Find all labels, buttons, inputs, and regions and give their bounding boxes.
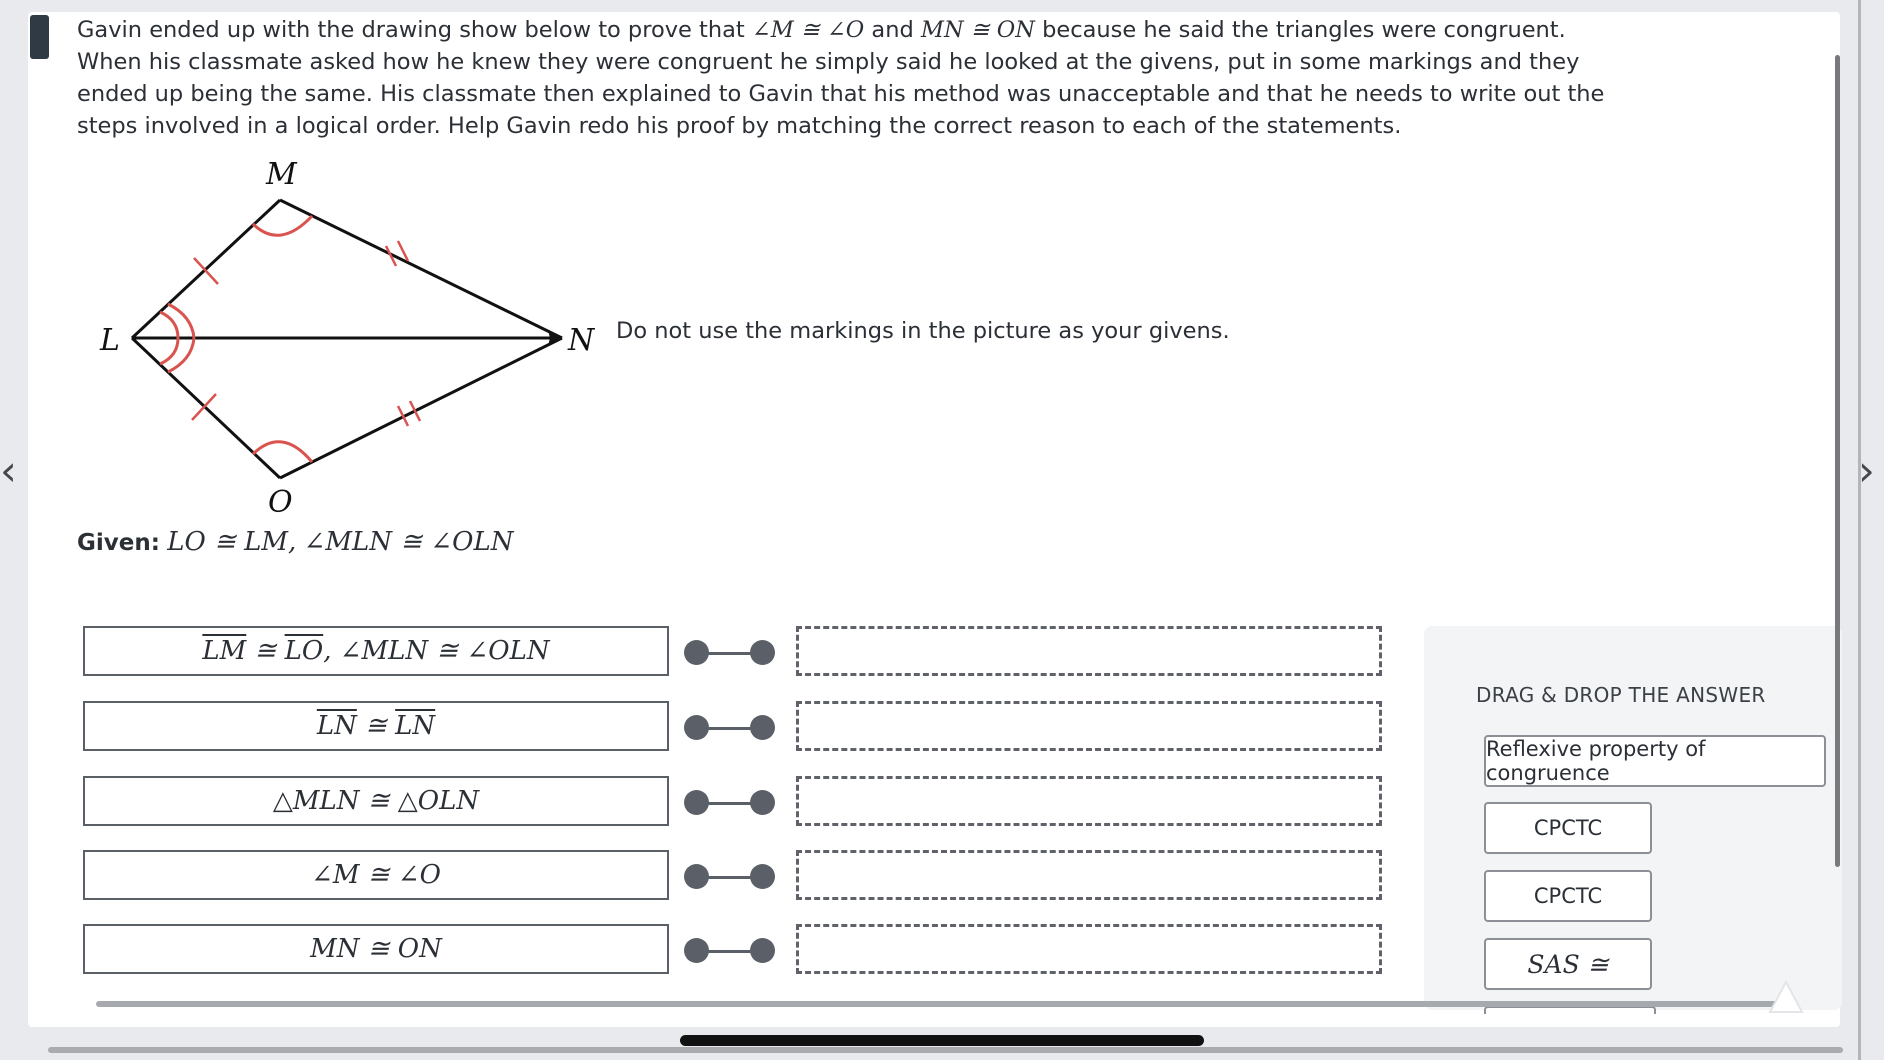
bottom-divider bbox=[48, 1047, 1843, 1053]
connector-1 bbox=[684, 639, 776, 667]
angle-arc-L-top-inner bbox=[159, 310, 180, 339]
answer-chip-sas[interactable]: SAS ≅ bbox=[1484, 938, 1652, 990]
answer-bank-title: DRAG & DROP THE ANSWER bbox=[1476, 683, 1766, 707]
vertical-scrollbar[interactable] bbox=[1835, 55, 1840, 867]
vertex-label-N: N bbox=[567, 323, 596, 358]
angle-arc-O bbox=[251, 440, 314, 463]
segment-LO bbox=[130, 336, 282, 480]
answer-chip-cpctc-2[interactable]: CPCTC bbox=[1484, 870, 1652, 922]
angle-arc-L-bottom-inner bbox=[159, 337, 180, 366]
answer-chip-cpctc-1[interactable]: CPCTC bbox=[1484, 802, 1652, 854]
arrow-tip-N bbox=[548, 330, 562, 346]
next-arrow-icon[interactable]: › bbox=[1858, 446, 1875, 495]
statement-4: ∠M ≅ ∠O bbox=[83, 850, 669, 900]
tick-ON-1 bbox=[396, 405, 410, 427]
home-indicator[interactable] bbox=[680, 1035, 1204, 1046]
kite-diagram: M L N O bbox=[99, 157, 596, 520]
answer-chip-partial[interactable] bbox=[1484, 1006, 1656, 1014]
connector-3 bbox=[684, 789, 776, 817]
given-statement: Given: LO ≅ LM, ∠MLN ≅ ∠OLN bbox=[77, 527, 514, 557]
drop-zone-1[interactable] bbox=[796, 626, 1382, 676]
tick-LO bbox=[191, 393, 217, 421]
connector-4 bbox=[684, 863, 776, 891]
statement-5: MN ≅ ON bbox=[83, 924, 669, 974]
tick-ON-2 bbox=[408, 400, 422, 422]
segment-MN bbox=[279, 198, 563, 340]
segment-ON bbox=[279, 336, 563, 480]
vertex-label-L: L bbox=[99, 323, 120, 358]
angle-arc-M bbox=[251, 214, 314, 237]
drop-zone-4[interactable] bbox=[796, 850, 1382, 900]
answer-chip-reflexive[interactable]: Reflexive property of congruence bbox=[1484, 735, 1826, 787]
segment-LM bbox=[130, 198, 282, 340]
scroll-up-icon[interactable] bbox=[1766, 978, 1806, 1018]
statement-2: LN ≅ LN bbox=[83, 701, 669, 751]
statement-1: LM ≅ LO, ∠MLN ≅ ∠OLN bbox=[83, 626, 669, 676]
tick-MN-1 bbox=[384, 245, 398, 267]
given-label: Given: bbox=[77, 530, 160, 556]
math-angle-congruence: ∠M ≅ ∠O bbox=[751, 17, 865, 43]
window-edge bbox=[1858, 0, 1861, 1060]
vertex-label-M: M bbox=[265, 157, 298, 192]
drop-zone-5[interactable] bbox=[796, 924, 1382, 974]
prev-arrow-icon[interactable]: ‹ bbox=[0, 446, 17, 495]
drop-zone-2[interactable] bbox=[796, 701, 1382, 751]
drop-zone-3[interactable] bbox=[796, 776, 1382, 826]
angle-arc-L-top-outer bbox=[167, 302, 196, 339]
flag-marker[interactable] bbox=[30, 15, 49, 59]
question-text: Gavin ended up with the drawing show bel… bbox=[77, 17, 1605, 139]
statement-3: △MLN ≅ △OLN bbox=[83, 776, 669, 826]
connector-5 bbox=[684, 937, 776, 965]
vertex-label-O: O bbox=[268, 485, 293, 520]
angle-arc-L-bottom-outer bbox=[167, 337, 196, 374]
diagram-note: Do not use the markings in the picture a… bbox=[616, 318, 1230, 344]
tick-MN-2 bbox=[396, 240, 410, 262]
tick-LM bbox=[193, 257, 219, 285]
math-segment-congruence: MN ≅ ON bbox=[920, 17, 1035, 43]
connector-2 bbox=[684, 714, 776, 742]
horizontal-scrollbar[interactable] bbox=[96, 1001, 1786, 1007]
